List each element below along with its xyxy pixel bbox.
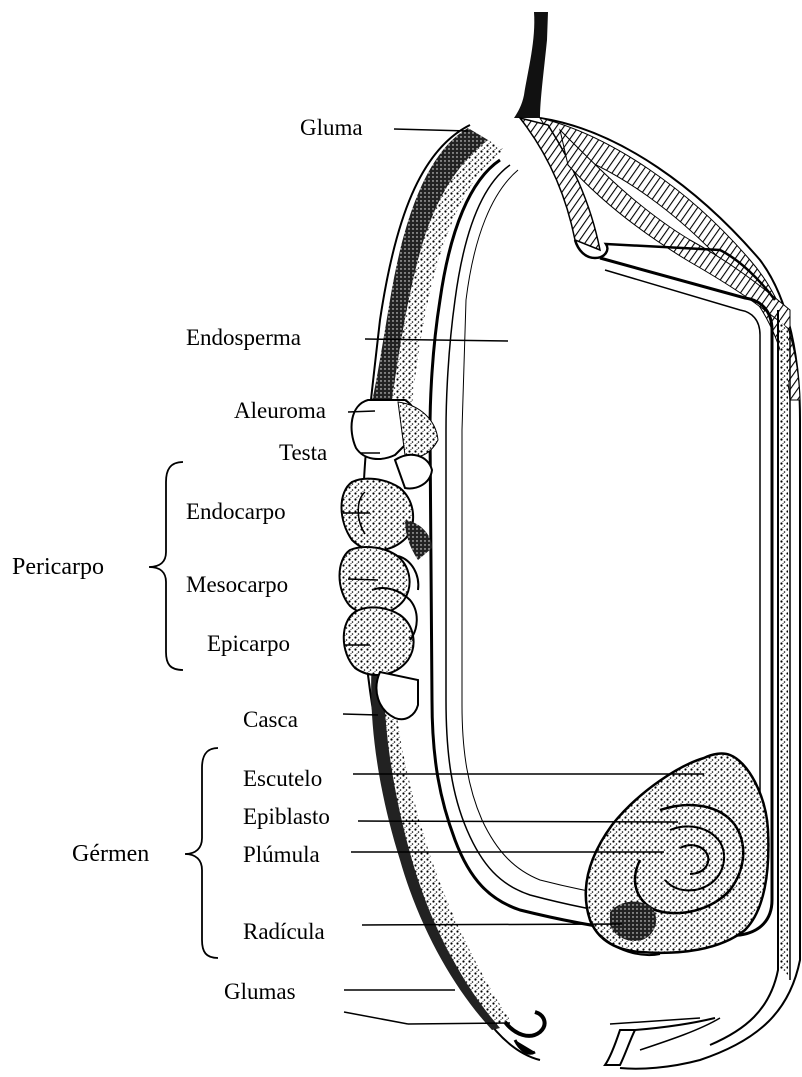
- leader-gluma: [394, 129, 468, 131]
- label-gluma: Gluma: [300, 116, 363, 139]
- label-endocarpo: Endocarpo: [186, 500, 286, 523]
- label-aleuroma: Aleuroma: [234, 399, 326, 422]
- label-mesocarpo: Mesocarpo: [186, 573, 288, 596]
- label-glumas: Glumas: [224, 980, 296, 1003]
- label-plumula: Plúmula: [243, 843, 320, 866]
- leader-aleuroma: [348, 411, 375, 412]
- leader-mesocarpo: [348, 579, 378, 580]
- leader-radicula: [362, 924, 622, 925]
- group-label-germen: Gérmen: [72, 842, 149, 866]
- label-testa: Testa: [279, 441, 327, 464]
- germen-brace: [185, 748, 218, 958]
- grain-base: [505, 1012, 720, 1065]
- pericarpo-brace: [149, 462, 183, 670]
- pericarp-lobes: [340, 400, 439, 719]
- braces: [149, 462, 218, 958]
- leader-casca: [343, 714, 378, 715]
- leader-epiblasto: [358, 821, 678, 822]
- label-epicarpo: Epicarpo: [207, 632, 290, 655]
- embryo: [586, 754, 769, 955]
- group-label-pericarpo: Pericarpo: [12, 555, 104, 579]
- stalk: [514, 12, 548, 118]
- label-casca: Casca: [243, 708, 298, 731]
- label-escutelo: Escutelo: [243, 767, 322, 790]
- label-endosperma: Endosperma: [186, 326, 301, 349]
- leader-glumas-2: [344, 1012, 408, 1024]
- leader-glumas-3: [408, 1023, 510, 1024]
- label-radicula: Radícula: [243, 920, 325, 943]
- label-epiblasto: Epiblasto: [243, 805, 330, 828]
